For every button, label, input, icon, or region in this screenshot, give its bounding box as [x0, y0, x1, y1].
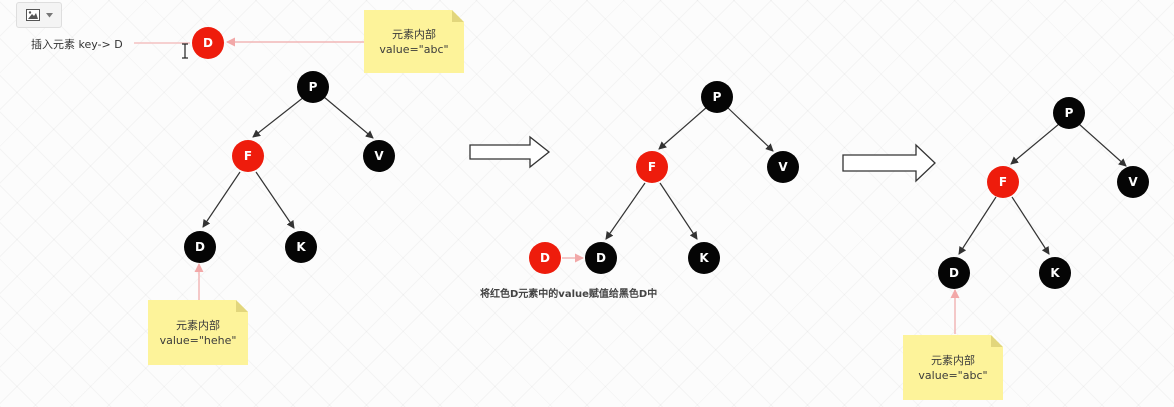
edge-p-v-2	[726, 106, 774, 152]
edge-p-v-3	[1078, 123, 1127, 167]
inserted-node-d-2: D	[529, 242, 561, 274]
image-icon	[25, 9, 40, 21]
note-line-2: value="abc"	[918, 368, 988, 382]
edge-p-f-3	[1010, 123, 1060, 165]
node-k-3: K	[1039, 257, 1071, 289]
note-line-1: 元素内部	[931, 353, 975, 367]
transition-arrow-1	[469, 135, 551, 169]
node-v-1: V	[363, 140, 395, 172]
node-d-1: D	[184, 231, 216, 263]
edge-f-d-3	[958, 196, 997, 255]
edge-p-f-1	[252, 96, 305, 138]
node-p-2: P	[701, 81, 733, 113]
note-line-1: 元素内部	[392, 27, 436, 41]
note-line-2: value="abc"	[379, 42, 449, 56]
node-p-1: P	[297, 71, 329, 103]
node-f-3: F	[987, 166, 1019, 198]
insert-image-button[interactable]	[16, 2, 62, 28]
node-v-2: V	[767, 151, 799, 183]
insert-key-label: 插入元素 key-> D	[31, 38, 123, 51]
note-line-1: 元素内部	[176, 318, 220, 332]
node-p-3: P	[1053, 97, 1085, 129]
node-f-1: F	[232, 140, 264, 172]
node-v-3: V	[1117, 166, 1149, 198]
edge-f-k-3	[1011, 196, 1050, 255]
inserted-node-d: D	[192, 27, 224, 59]
node-k-1: K	[285, 231, 317, 263]
value-copy-caption: 将红色D元素中的value赋值给黑色D中	[480, 289, 658, 300]
inserted-value-note: 元素内部 value="abc"	[364, 10, 464, 73]
edge-f-d-2	[605, 182, 646, 240]
caret-down-icon	[45, 12, 53, 17]
edge-f-k-1	[255, 171, 295, 229]
node-f-2: F	[636, 151, 668, 183]
text-cursor-icon	[182, 43, 188, 59]
node-k-2: K	[688, 242, 720, 274]
updated-value-note: 元素内部 value="abc"	[903, 335, 1003, 400]
edge-p-f-2	[658, 106, 708, 150]
transition-arrow-2	[842, 143, 936, 183]
node-d-2: D	[585, 242, 617, 274]
existing-value-note: 元素内部 value="hehe"	[148, 300, 248, 365]
edge-f-k-2	[659, 182, 698, 240]
edge-f-d-1	[202, 171, 241, 228]
edge-p-v-1	[323, 96, 374, 139]
note-line-2: value="hehe"	[159, 333, 237, 347]
node-d-3: D	[938, 257, 970, 289]
